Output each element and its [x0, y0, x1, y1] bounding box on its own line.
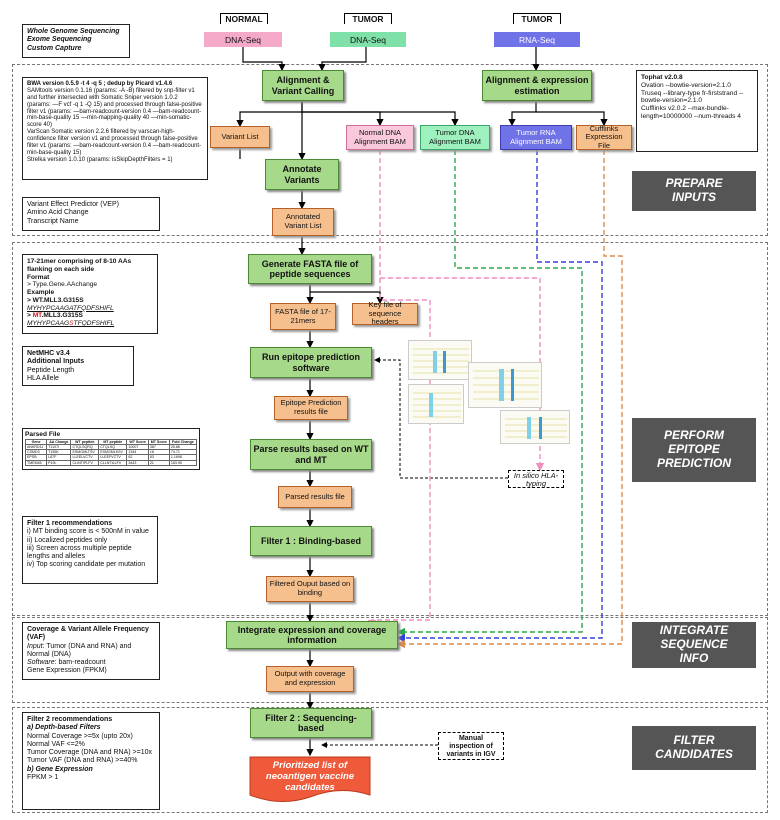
epitope-screenshot-2 — [468, 362, 542, 408]
screenshot-graphic — [473, 369, 539, 401]
final-output-label: Prioritized list of neoantigen vaccine c… — [265, 760, 355, 793]
stage-integrate-sequence: INTEGRATE SEQUENCE INFO — [632, 622, 756, 668]
tumor-rna-bam-output: Tumor RNA Alignment BAM — [500, 125, 572, 150]
annotated-variant-list-output: Annotated Variant List — [272, 208, 334, 236]
integrate-expression-step: Integrate expression and coverage inform… — [226, 621, 398, 649]
hla-typing-box: In silico HLA-typing — [508, 470, 564, 488]
integrate-sequence-section — [12, 617, 768, 703]
screenshot-graphic — [413, 392, 461, 418]
tumor-label-rna: TUMOR — [513, 13, 561, 24]
filter1-binding-step: Filter 1 : Binding-based — [250, 526, 372, 556]
tumor-dna-seq: DNA-Seq — [330, 32, 406, 47]
alignment-variant-calling-step: Alignment & Variant Calling — [262, 70, 344, 101]
generate-fasta-step: Generate FASTA file of peptide sequences — [248, 254, 372, 284]
annotate-variants-step: Annotate Variants — [265, 159, 339, 190]
manual-igv-box: Manual inspection of variants in IGV — [438, 732, 504, 760]
parsed-results-output: Parsed results file — [278, 486, 352, 508]
filter2-note: Filter 2 recommendations a) Depth-based … — [22, 712, 160, 810]
stage-prepare-inputs: PREPARE INPUTS — [632, 171, 756, 211]
parse-results-step: Parse results based on WT and MT — [250, 439, 372, 470]
run-epitope-prediction-step: Run epitope prediction software — [250, 347, 372, 378]
key-file-headers-output: Key file of sequence headers — [352, 300, 418, 326]
final-output-shape — [249, 756, 371, 802]
output-coverage-expression: Output with coverage and expression — [266, 666, 354, 692]
cufflinks-expression-output: Cufflinks Expression File — [576, 124, 632, 150]
tumor-rna-seq: RNA-Seq — [494, 32, 580, 47]
normal-dna-seq: DNA-Seq — [204, 32, 282, 47]
alignment-expression-step: Alignment & expression estimation — [482, 70, 592, 101]
epitope-screenshot-4 — [500, 410, 570, 444]
epitope-screenshot-3 — [408, 384, 464, 424]
final-candidates-output: Prioritized list of neoantigen vaccine c… — [248, 755, 372, 803]
epitope-screenshot-1 — [408, 340, 472, 380]
screenshot-graphic — [413, 348, 469, 374]
epitope-prediction-section — [12, 242, 768, 616]
stage-perform-epitope: PERFORM EPITOPE PREDICTION — [632, 418, 756, 482]
screenshot-graphic — [505, 417, 567, 439]
rna-tools-note: Tophat v2.0.8 Ovation --bowtie-version=2… — [636, 70, 758, 152]
filter-candidates-section — [12, 707, 768, 813]
epitope-results-output: Epitope Prediction results file — [274, 396, 348, 420]
filter2-sequencing-step: Filter 2 : Sequencing-based — [250, 708, 372, 738]
vep-note: Variant Effect Predictor (VEP) Amino Aci… — [22, 197, 160, 231]
netmhc-note: NetMHC v3.4 Additional Inputs Peptide Le… — [22, 346, 134, 386]
variant-list-output: Variant List — [210, 126, 270, 148]
stage-filter-candidates: FILTER CANDIDATES — [632, 726, 756, 770]
filtered-output-binding: Filtered Ouput based on binding — [266, 576, 354, 602]
capture-note: Whole Genome Sequencing Exome Sequencing… — [22, 24, 130, 58]
fasta-format-note: 17-21mer comprising of 8-10 AAs flanking… — [22, 254, 158, 334]
filter1-note: Filter 1 recommendations i) MT binding s… — [22, 516, 158, 584]
tumor-dna-bam-output: Tumor DNA Alignment BAM — [420, 125, 490, 150]
normal-label: NORMAL — [220, 13, 268, 24]
coverage-note: Coverage & Variant Allele Frequency (VAF… — [22, 622, 160, 680]
normal-dna-bam-output: Normal DNA Alignment BAM — [346, 125, 414, 150]
tumor-label-dna: TUMOR — [344, 13, 392, 24]
fasta-17-21mers-output: FASTA file of 17-21mers — [270, 303, 336, 330]
dna-tools-note: BWA version 0.5.9 -t 4 -q 5 ; dedup by P… — [22, 77, 208, 180]
prepare-inputs-section — [12, 64, 768, 236]
